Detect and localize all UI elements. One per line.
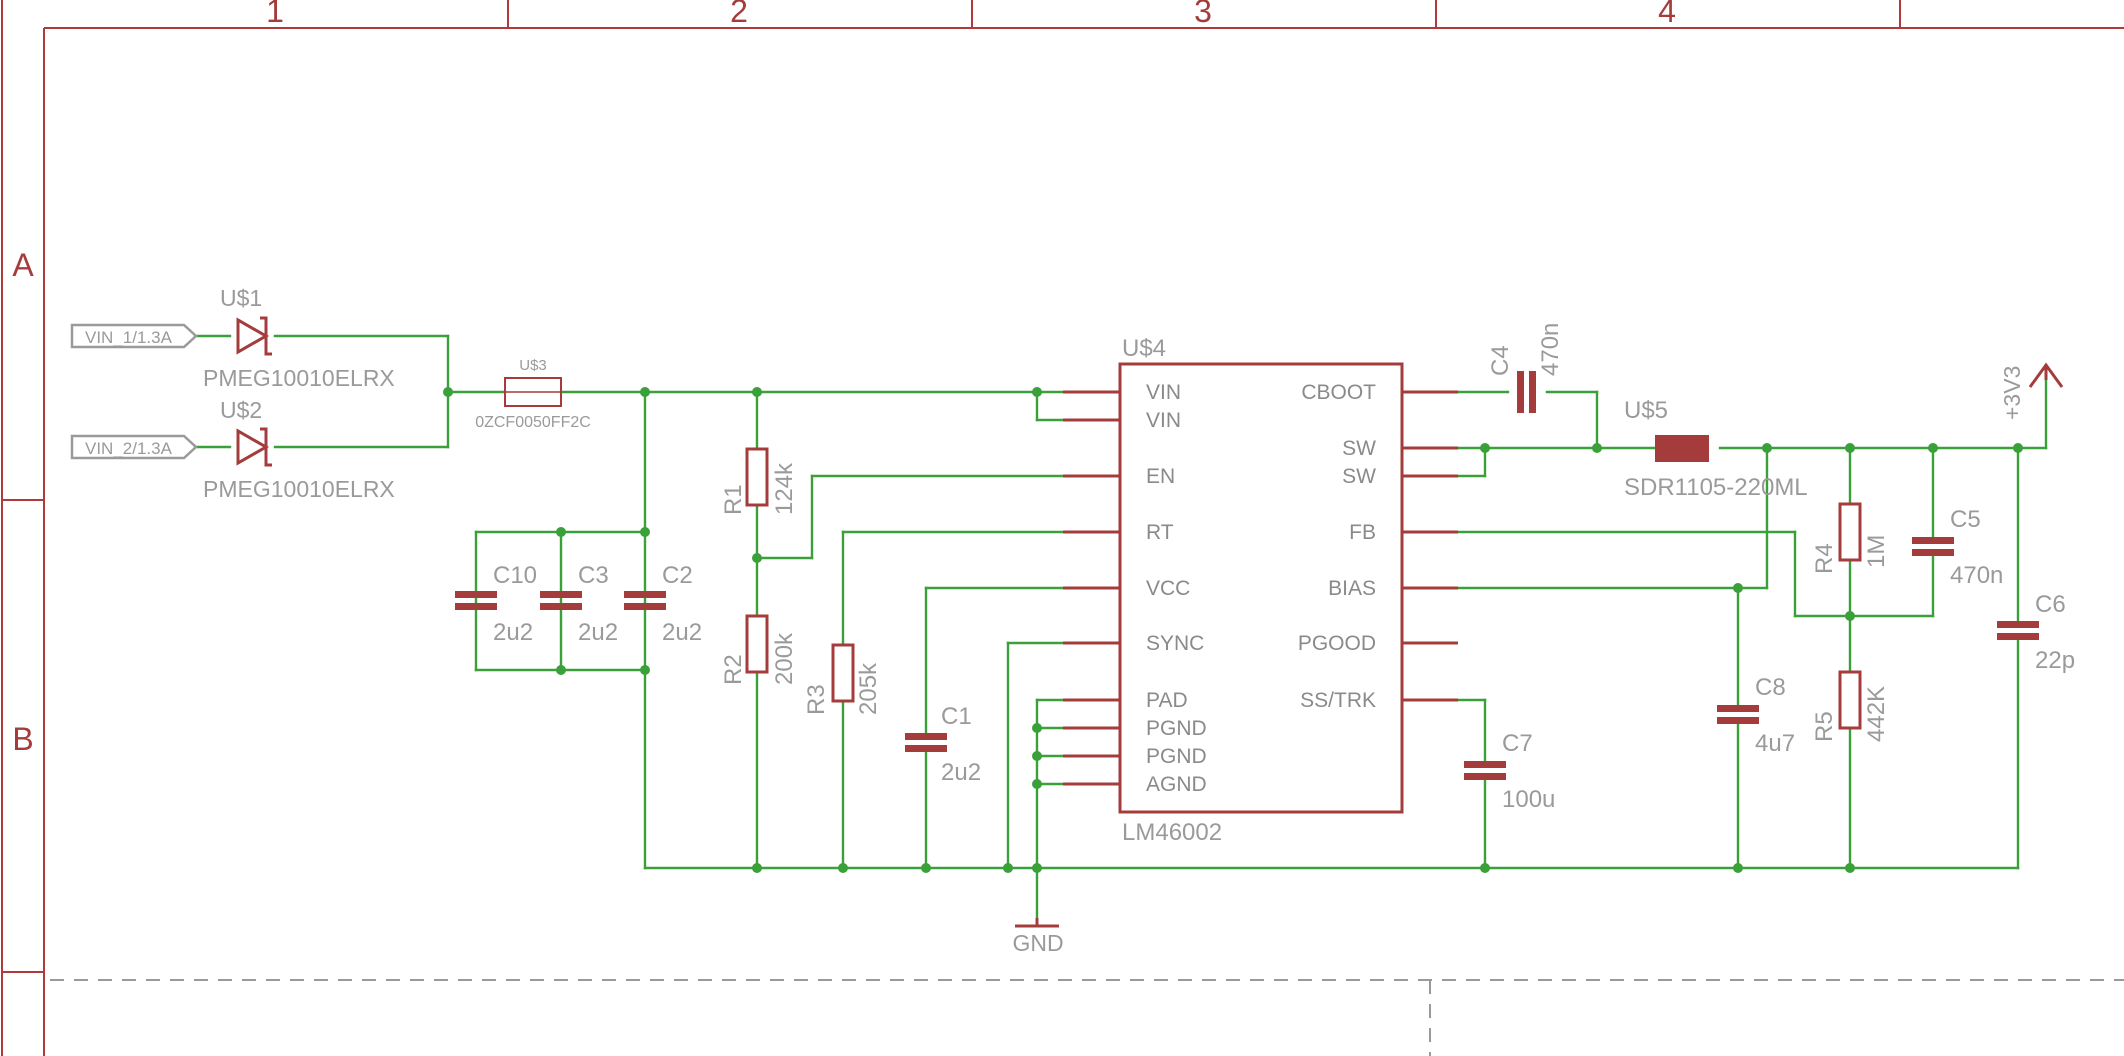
cap-value: 2u2 [578, 619, 618, 646]
fuse-ref: U$3 [519, 357, 547, 374]
frame-row-label: A [12, 247, 34, 283]
junctions [443, 387, 2023, 873]
resistor-r4: R4 1M [1811, 502, 1890, 574]
cap-ref: C10 [493, 562, 537, 589]
port-label: VIN_1/1.3A [85, 328, 173, 347]
ic-pin-rt: RT [1146, 521, 1174, 544]
cap-ref: C2 [662, 562, 693, 589]
ic-pin-vin: VIN [1146, 381, 1181, 404]
cap-ref: C4 [1487, 345, 1514, 376]
supply-label: +3V3 [1999, 366, 2025, 420]
diode-ref: U$1 [220, 285, 262, 311]
resistor-r2: R2 200k [720, 614, 798, 685]
ic-pin-agnd: AGND [1146, 773, 1207, 796]
cap-ref: C7 [1502, 730, 1533, 757]
ic-value: LM46002 [1122, 819, 1222, 846]
ic-pin-pgnd: PGND [1146, 745, 1207, 768]
ic-pin-vin: VIN [1146, 409, 1181, 432]
resistor-ref: R4 [1811, 543, 1838, 574]
frame-col-label: 4 [1658, 0, 1676, 29]
ic-pin-ss-trk: SS/TRK [1300, 689, 1376, 712]
input-port-vin1: VIN_1/1.3A [70, 323, 198, 349]
resistor-value: 442K [1863, 686, 1890, 742]
ic-pin-fb: FB [1349, 521, 1376, 544]
resistor-ref: R1 [720, 484, 747, 515]
capacitor-c6: C5 470n [1911, 506, 2003, 589]
resistor-r3: R3 205k [803, 643, 882, 715]
diode-ref: U$2 [220, 397, 262, 423]
diode-u1: U$1 PMEG10010ELRX [203, 285, 395, 391]
input-port-vin2: VIN_2/1.3A [70, 434, 198, 460]
cap-ref: C8 [1755, 674, 1786, 701]
ic-pin-pgood: PGOOD [1298, 632, 1376, 655]
supply-3v3: +3V3 [1999, 362, 2064, 420]
ic-pin-vcc: VCC [1146, 577, 1190, 600]
capacitor-c1: C1 2u2 [904, 703, 981, 786]
cap-value: 2u2 [493, 619, 533, 646]
resistor-r5: R5 442K [1811, 670, 1890, 742]
ic-pin-bias: BIAS [1328, 577, 1376, 600]
resistor-r1: R1 124k [720, 447, 798, 515]
capacitor-c2: C2 2u2 [624, 562, 702, 646]
cap-value: 470n [1537, 323, 1564, 376]
capacitor-c4: C4 470n [1487, 323, 1564, 413]
inductor-u5: U$5 SDR1105-220ML [1624, 397, 1808, 501]
capacitor-c3: C3 2u2 [540, 562, 618, 646]
ground-label: GND [1012, 930, 1063, 956]
frame-col-label: 1 [266, 0, 284, 29]
capacitor-c7: C6 22p [1996, 591, 2075, 674]
cap-value: 4u7 [1755, 730, 1795, 757]
ic-pin-pad: PAD [1146, 689, 1188, 712]
fuse-u3: U$3 0ZCF0050FF2C [475, 357, 591, 431]
resistor-value: 124k [771, 462, 798, 515]
cap-value: 22p [2035, 647, 2075, 674]
capacitor-c10: C10 2u2 [455, 562, 537, 646]
ground-symbol: GND [1012, 918, 1064, 956]
inductor-value: SDR1105-220ML [1624, 474, 1808, 501]
capacitor-c8: C8 4u7 [1716, 674, 1795, 757]
resistor-ref: R3 [803, 684, 830, 715]
ic-pin-sync: SYNC [1146, 632, 1204, 655]
cap-value: 100u [1502, 786, 1555, 813]
ic-pin-sw: SW [1342, 465, 1376, 488]
frame-row-label: B [12, 721, 33, 757]
ic-ref: U$4 [1122, 335, 1166, 362]
cap-ref: C1 [941, 703, 972, 730]
capacitor-c5: C7 100u [1463, 730, 1555, 813]
cap-ref: C5 [1950, 506, 1981, 533]
ic-pin-cboot: CBOOT [1301, 381, 1376, 404]
resistor-value: 1M [1863, 535, 1890, 568]
cap-ref: C6 [2035, 591, 2066, 618]
port-label: VIN_2/1.3A [85, 439, 173, 458]
resistor-ref: R2 [720, 654, 747, 685]
cap-value: 2u2 [662, 619, 702, 646]
diode-value: PMEG10010ELRX [203, 365, 395, 391]
cap-ref: C3 [578, 562, 609, 589]
ic-pin-sw: SW [1342, 437, 1376, 460]
ic-pin-en: EN [1146, 465, 1175, 488]
resistor-value: 205k [855, 662, 882, 715]
ic-pin-pgnd: PGND [1146, 717, 1207, 740]
resistor-ref: R5 [1811, 711, 1838, 742]
cap-value: 2u2 [941, 759, 981, 786]
ic-u4: VIN VIN EN RT VCC SYNC PAD PGND PGND AGN… [1063, 335, 1458, 846]
resistor-value: 200k [771, 632, 798, 685]
inductor-ref: U$5 [1624, 397, 1668, 424]
frame-col-label: 2 [730, 0, 748, 29]
diode-value: PMEG10010ELRX [203, 476, 395, 502]
fuse-value: 0ZCF0050FF2C [475, 414, 591, 431]
frame-col-label: 3 [1194, 0, 1212, 29]
diode-u2: U$2 PMEG10010ELRX [203, 397, 395, 502]
cap-value: 470n [1950, 562, 2003, 589]
